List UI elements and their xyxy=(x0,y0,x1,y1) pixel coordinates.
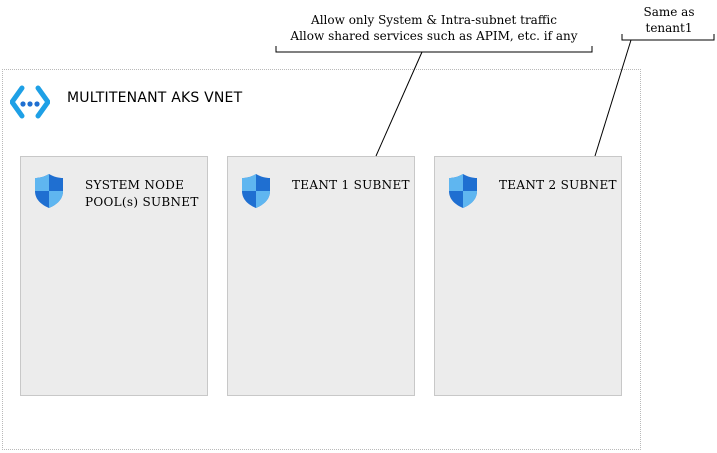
callout-line: Allow shared services such as APIM, etc.… xyxy=(290,29,578,43)
shield-icon xyxy=(35,174,63,208)
callout-line: tenant1 xyxy=(645,21,693,35)
subnet-tenant-1: TEANT 1 SUBNET xyxy=(227,156,415,396)
subnet-label: SYSTEM NODE POOL(s) SUBNET xyxy=(85,178,199,209)
subnet-system-node-pool: SYSTEM NODE POOL(s) SUBNET xyxy=(20,156,208,396)
tenant2-callout: Same as tenant1 xyxy=(622,4,716,36)
subnet-tenant-2: TEANT 2 SUBNET xyxy=(434,156,622,396)
tenant1-callout-bracket xyxy=(275,46,593,53)
vnet-boundary xyxy=(2,69,641,450)
shield-icon xyxy=(242,174,270,208)
virtual-network-icon xyxy=(10,85,50,119)
subnet-label: TEANT 2 SUBNET xyxy=(499,178,617,192)
subnet-label: TEANT 1 SUBNET xyxy=(292,178,410,192)
vnet-title: MULTITENANT AKS VNET xyxy=(67,90,243,106)
callout-line: Allow only System & Intra-subnet traffic xyxy=(311,13,557,27)
shield-icon xyxy=(449,174,477,208)
callout-line: Same as xyxy=(643,5,695,19)
tenant1-callout: Allow only System & Intra-subnet traffic… xyxy=(276,12,592,44)
